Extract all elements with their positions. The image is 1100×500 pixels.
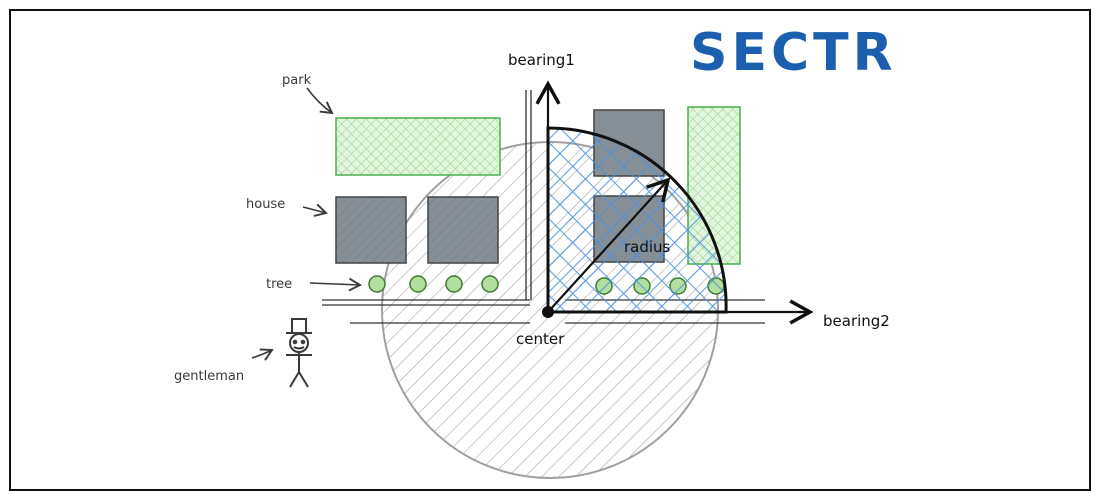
tree-label: tree <box>266 277 292 292</box>
house-note-arrow <box>302 203 328 217</box>
house-1-hatch <box>336 197 406 263</box>
park-note-arrow <box>306 87 334 115</box>
annotation-arrows <box>251 87 362 361</box>
tree-note-arrow <box>309 277 362 292</box>
tree <box>368 275 386 293</box>
bearing2-label: bearing2 <box>823 312 890 330</box>
sector-area <box>548 127 727 313</box>
center-label: center <box>516 330 565 348</box>
radius-arrow <box>547 177 671 313</box>
park-label: park <box>282 73 312 88</box>
house-2-hatch <box>428 197 498 263</box>
tree-row-left <box>368 275 499 293</box>
radius-label: radius <box>624 238 671 256</box>
bearing1-label: bearing1 <box>508 51 575 69</box>
app-title: SECTR <box>690 23 897 83</box>
house-label: house <box>246 197 285 212</box>
gentleman-label: gentleman <box>174 369 244 384</box>
park-area-hatch <box>336 118 500 175</box>
gentleman-note-arrow <box>251 348 274 361</box>
gentleman-figure <box>286 318 312 388</box>
tree <box>409 275 427 293</box>
tree <box>445 275 463 293</box>
sector-outline <box>546 126 728 314</box>
center-point <box>542 306 554 318</box>
tree <box>481 275 499 293</box>
